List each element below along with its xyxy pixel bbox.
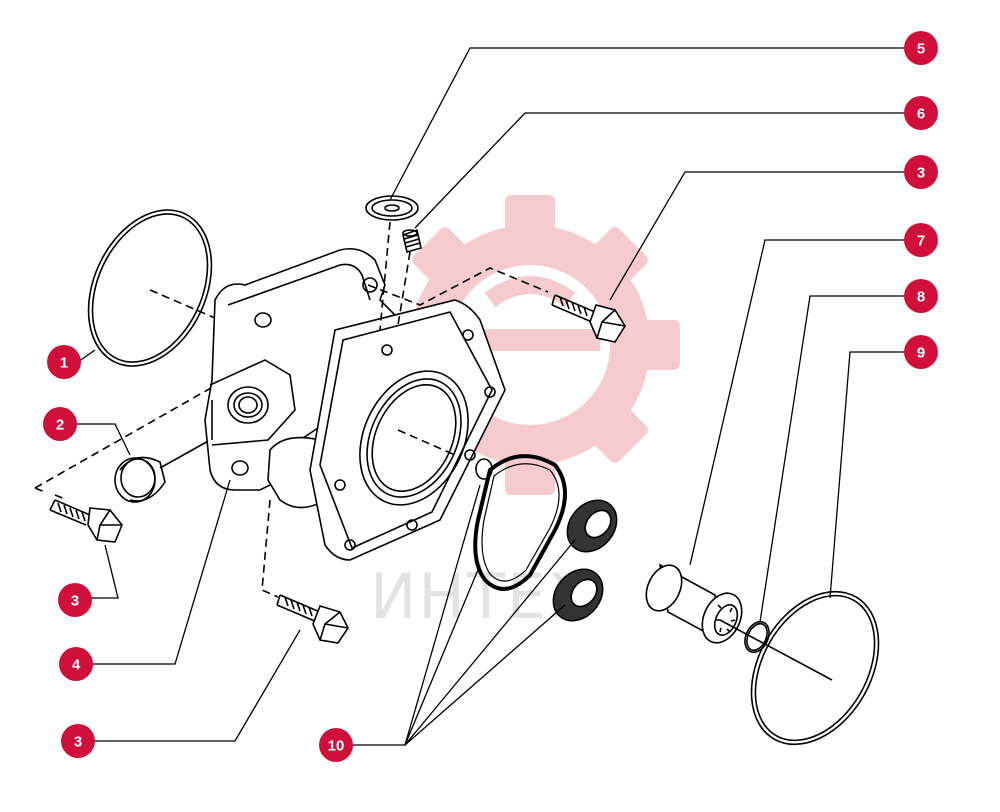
callout-badge-5: 5 [904, 31, 938, 65]
callout-badge-8: 8 [904, 279, 938, 313]
svg-text:9: 9 [917, 345, 925, 362]
leader-lines [75, 47, 904, 746]
svg-text:4: 4 [72, 657, 81, 674]
plug-part [114, 456, 166, 503]
o-ring-large-right [750, 590, 880, 746]
callout-badge-10: 10 [319, 728, 353, 762]
flange-plate [309, 299, 506, 561]
svg-text:8: 8 [917, 289, 925, 306]
svg-text:5: 5 [917, 41, 925, 58]
callout-badge-1: 1 [47, 345, 81, 379]
seal-lower [552, 568, 604, 622]
callout-badge-9: 9 [904, 335, 938, 369]
callout-badge-3-right: 3 [904, 155, 938, 189]
svg-text:2: 2 [56, 417, 64, 434]
bolt-bottom [276, 594, 349, 644]
callout-badge-2: 2 [43, 407, 77, 441]
svg-text:10: 10 [328, 738, 345, 755]
set-screw-part [402, 228, 422, 253]
parts-line-art [34, 47, 904, 746]
bolt-top-right [551, 294, 626, 343]
svg-text:1: 1 [60, 355, 68, 372]
seal-upper [566, 499, 618, 553]
o-ring-large-left [87, 209, 213, 367]
callout-badge-3-left: 3 [58, 583, 92, 617]
svg-text:3: 3 [917, 165, 925, 182]
coupling-sleeve [645, 563, 743, 644]
svg-text:7: 7 [917, 233, 925, 250]
washer-part [365, 195, 419, 221]
svg-text:3: 3 [71, 593, 79, 610]
callout-badge-6: 6 [904, 96, 938, 130]
gasket-part [473, 454, 567, 591]
svg-text:3: 3 [74, 734, 82, 751]
callout-badge-3-bottom: 3 [61, 724, 95, 758]
svg-text:6: 6 [917, 106, 925, 123]
bolt-left [49, 499, 123, 543]
callout-badge-7: 7 [904, 223, 938, 257]
callout-badge-4: 4 [59, 647, 93, 681]
